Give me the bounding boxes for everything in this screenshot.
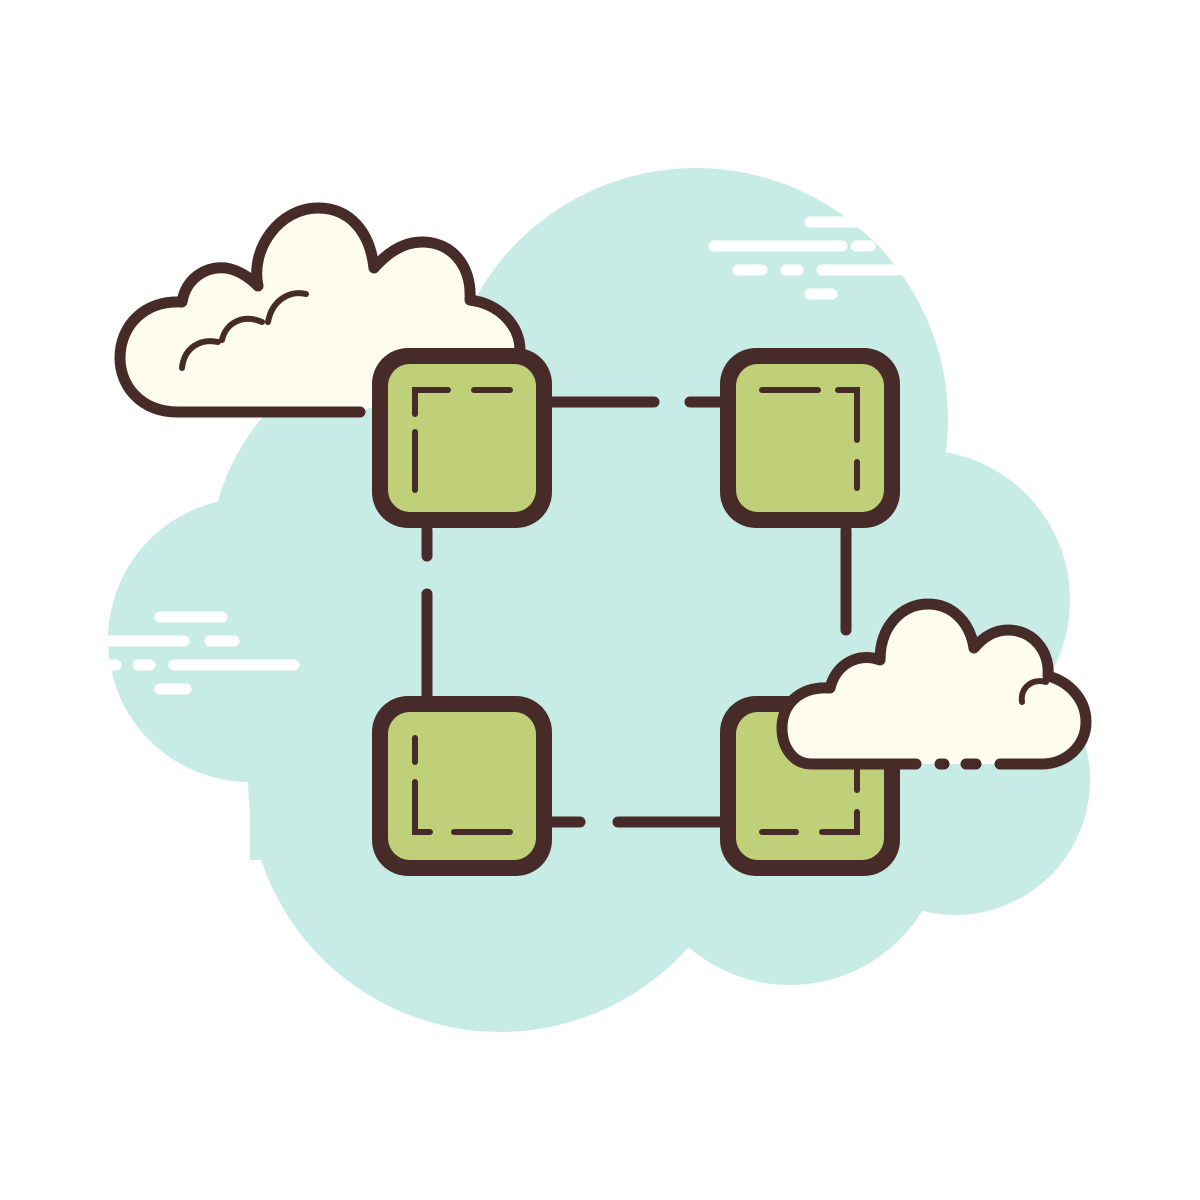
connection-lines <box>421 396 852 828</box>
node-top-right <box>720 348 900 528</box>
cloud-bottom-right <box>776 598 1092 770</box>
speed-lines-top-right <box>708 216 906 300</box>
speed-lines-left <box>104 611 300 695</box>
node-bottom-left <box>372 696 552 876</box>
node-top-left <box>372 348 552 528</box>
